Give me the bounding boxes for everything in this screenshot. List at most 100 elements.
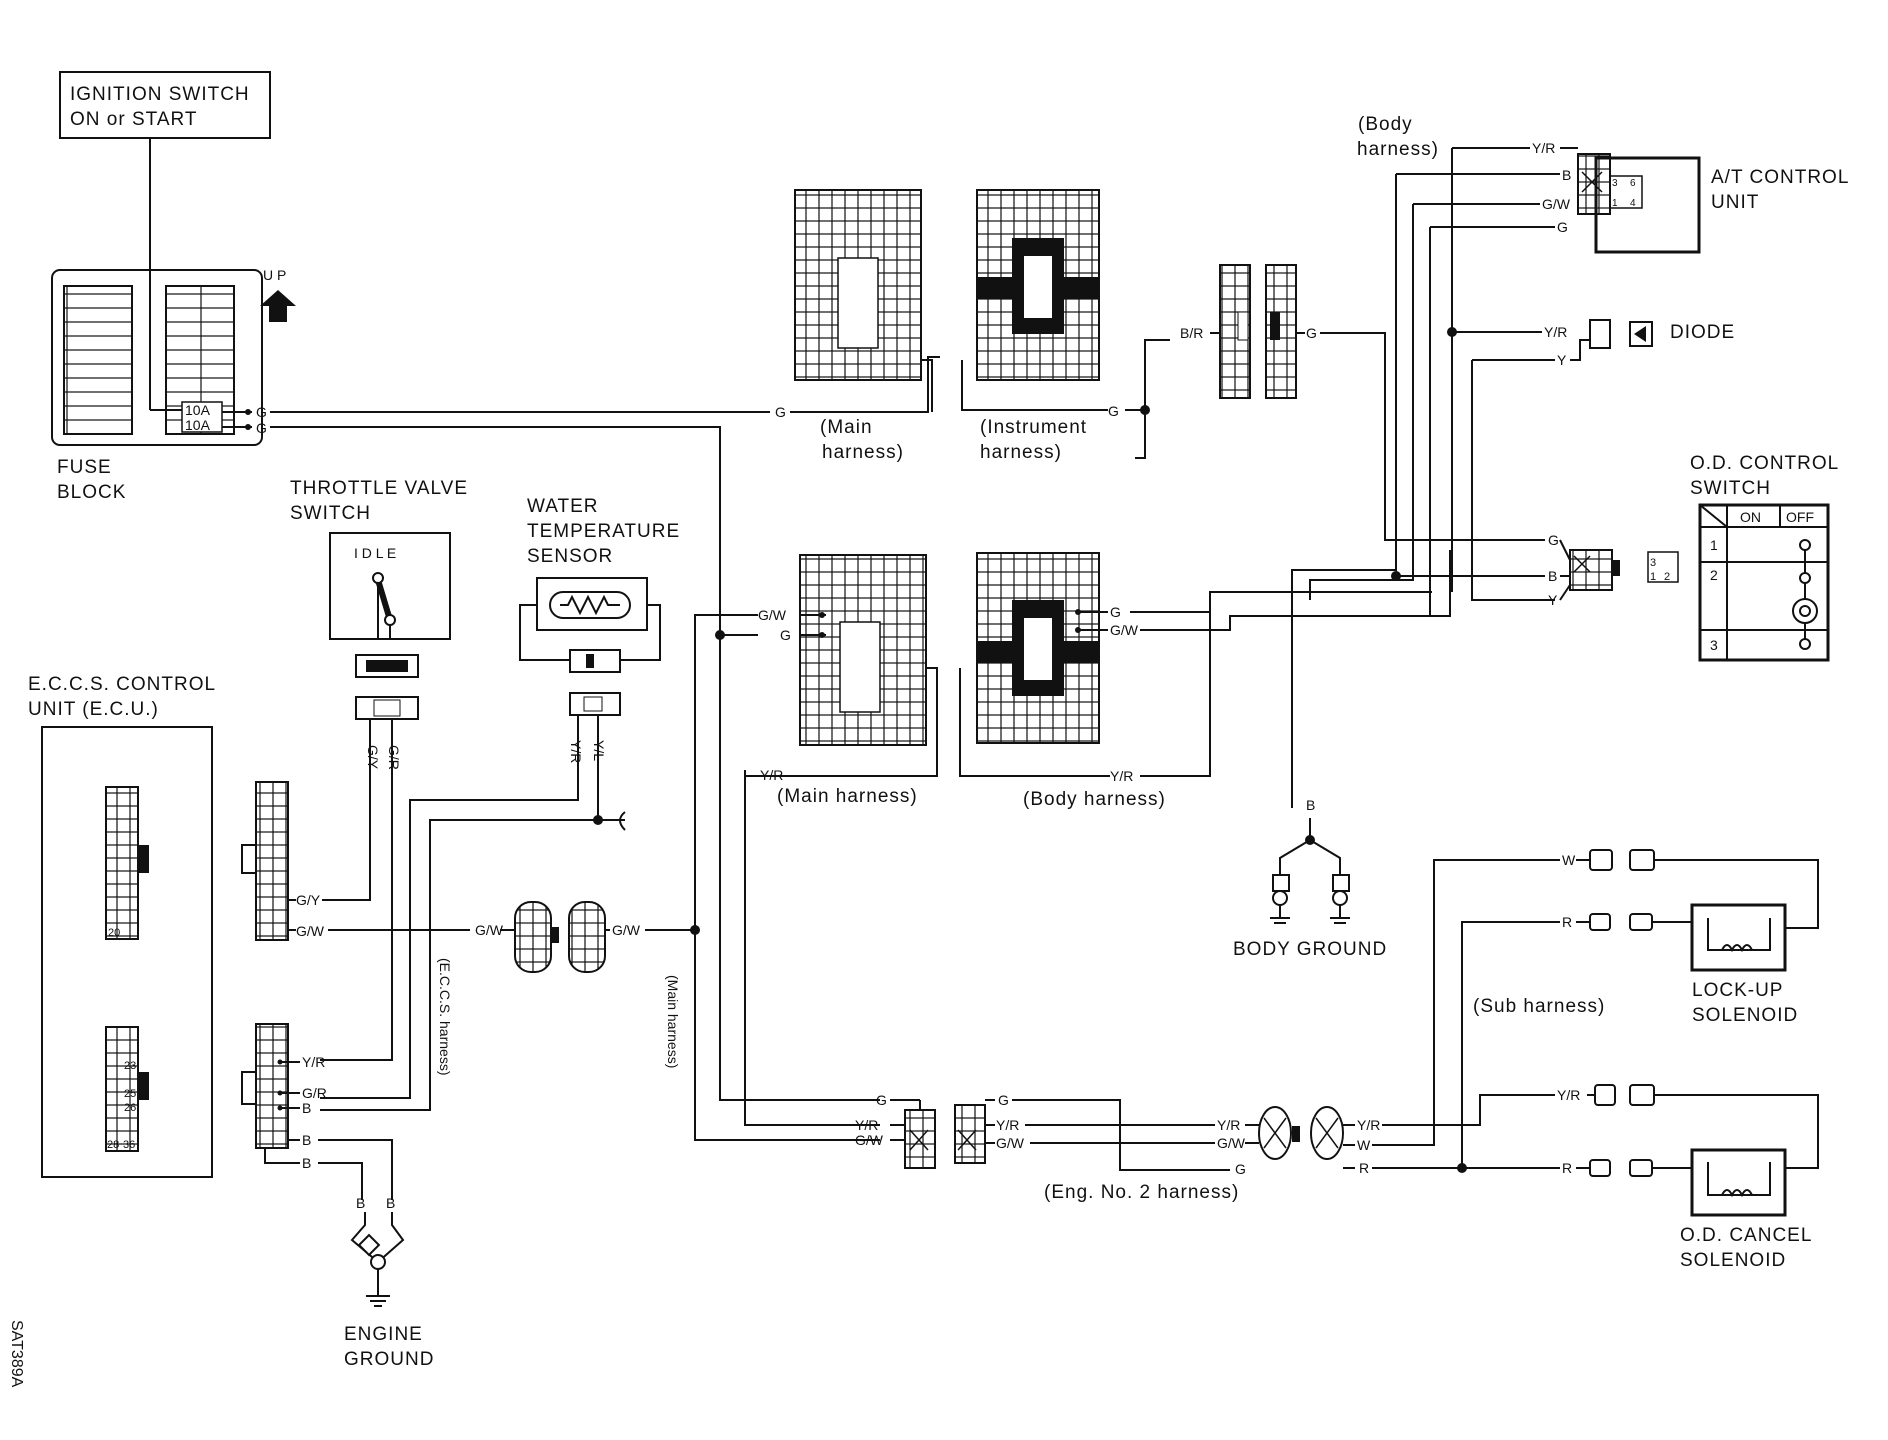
svg-text:G/W: G/W [1217, 1135, 1246, 1151]
svg-text:Y: Y [1548, 592, 1558, 608]
svg-text:TEMPERATURE: TEMPERATURE [527, 521, 680, 542]
svg-text:R: R [1359, 1160, 1369, 1176]
fuse-amp-2: 10A [185, 417, 211, 433]
engine-ground: ENGINE GROUND [344, 1212, 434, 1370]
svg-text:B: B [1562, 167, 1571, 183]
svg-text:Y/R: Y/R [855, 1117, 878, 1133]
od-cancel-solenoid: Y/R R O.D. CANCEL SOLENOID [1557, 1084, 1819, 1271]
svg-text:G: G [256, 404, 267, 420]
svg-text:G: G [256, 420, 267, 436]
diode-icon [1634, 326, 1646, 342]
svg-text:UNIT (E.C.U.): UNIT (E.C.U.) [28, 699, 159, 720]
svg-text:THROTTLE VALVE: THROTTLE VALVE [290, 478, 468, 499]
throttle-valve-switch: THROTTLE VALVE SWITCH I D L E [290, 478, 468, 720]
svg-text:Y/R: Y/R [1110, 768, 1133, 784]
svg-text:25: 25 [124, 1088, 136, 1100]
svg-text:G: G [998, 1092, 1009, 1108]
svg-text:1: 1 [1710, 537, 1718, 553]
svg-text:G/W: G/W [758, 607, 787, 623]
svg-text:Y/R: Y/R [568, 740, 584, 763]
ignition-switch-label-1: IGNITION SWITCH [70, 84, 250, 105]
instrument-harness-connector: (Instrument harness) [976, 189, 1100, 463]
svg-text:B: B [302, 1100, 311, 1116]
main-harness-connector-middle: (Main harness) [777, 554, 927, 807]
svg-text:A/T CONTROL: A/T CONTROL [1711, 167, 1849, 188]
svg-text:Y/R: Y/R [1217, 1117, 1240, 1133]
svg-text:G/W: G/W [612, 922, 641, 938]
svg-text:(Main harness): (Main harness) [665, 975, 681, 1068]
lower-joint-connectors [904, 1104, 986, 1169]
svg-text:GROUND: GROUND [344, 1349, 434, 1370]
svg-text:20: 20 [108, 927, 120, 939]
svg-text:G: G [1110, 604, 1121, 620]
svg-text:W: W [1562, 852, 1576, 868]
svg-text:BODY GROUND: BODY GROUND [1233, 939, 1387, 960]
svg-text:DIODE: DIODE [1670, 322, 1735, 343]
eccs-control-unit: E.C.C.S. CONTROL UNIT (E.C.U.) 20 23 25 … [28, 674, 215, 1178]
svg-text:O.D. CONTROL: O.D. CONTROL [1690, 453, 1839, 474]
fuse-block-label-2: BLOCK [57, 482, 126, 503]
svg-text:(Sub harness): (Sub harness) [1473, 996, 1605, 1017]
svg-text:3: 3 [1710, 637, 1718, 653]
figure-code: SAT389A [8, 1320, 25, 1388]
svg-text:SENSOR: SENSOR [527, 546, 613, 567]
od-control-switch: O.D. CONTROL SWITCH ON OFF 1 2 3 3 1 2 [1647, 453, 1839, 662]
main-harness-connector-top: (Main harness) [794, 189, 922, 463]
svg-text:R: R [1562, 914, 1572, 930]
svg-text:G: G [1306, 325, 1317, 341]
svg-text:Y/R: Y/R [1357, 1117, 1380, 1133]
svg-text:2: 2 [1664, 571, 1670, 583]
svg-text:B: B [302, 1132, 311, 1148]
svg-text:G/R: G/R [386, 745, 402, 770]
svg-text:36: 36 [123, 1139, 135, 1151]
svg-text:B: B [1306, 797, 1315, 813]
svg-text:SOLENOID: SOLENOID [1680, 1250, 1786, 1271]
svg-text:28: 28 [107, 1139, 119, 1151]
svg-text:G/R: G/R [302, 1085, 327, 1101]
svg-text:G: G [780, 627, 791, 643]
svg-text:B: B [302, 1155, 311, 1171]
body-ground: B BODY GROUND [1233, 797, 1387, 960]
lockup-solenoid: W R LOCK-UP SOLENOID [1562, 849, 1819, 1026]
svg-text:(Main harness): (Main harness) [777, 786, 918, 807]
svg-text:G: G [1235, 1161, 1246, 1177]
svg-text:B: B [356, 1195, 365, 1211]
svg-text:Y/R: Y/R [1532, 140, 1555, 156]
svg-text:G: G [1108, 403, 1119, 419]
at-control-unit: (Body harness) 3 6 1 4 A/T CONTROL UNIT [1357, 114, 1849, 254]
svg-text:1: 1 [1650, 571, 1656, 583]
svg-text:26: 26 [124, 1102, 136, 1114]
svg-text:W: W [1357, 1137, 1371, 1153]
svg-text:(Body: (Body [1358, 114, 1413, 135]
svg-text:ON: ON [1740, 509, 1761, 525]
svg-text:3: 3 [1612, 178, 1618, 189]
svg-text:G/W: G/W [475, 922, 504, 938]
svg-text:ENGINE: ENGINE [344, 1324, 423, 1345]
svg-text:G/W: G/W [296, 923, 325, 939]
svg-text:B/R: B/R [1180, 325, 1203, 341]
svg-text:LOCK-UP: LOCK-UP [1692, 980, 1783, 1001]
svg-text:Y/R: Y/R [760, 767, 783, 783]
svg-text:Y/R: Y/R [1557, 1087, 1580, 1103]
svg-text:Y/R: Y/R [996, 1117, 1019, 1133]
svg-text:23: 23 [124, 1060, 136, 1072]
svg-text:(E.C.C.S. harness): (E.C.C.S. harness) [437, 958, 453, 1075]
svg-text:G/W: G/W [1542, 196, 1571, 212]
svg-text:OFF: OFF [1786, 509, 1814, 525]
svg-text:harness): harness) [980, 442, 1062, 463]
eccs-joint-connector [514, 901, 606, 973]
up-arrow-icon [260, 290, 296, 322]
fuse-up-label: U P [263, 267, 286, 283]
svg-text:(Instrument: (Instrument [980, 417, 1087, 438]
svg-text:G/W: G/W [996, 1135, 1025, 1151]
svg-text:G: G [1557, 219, 1568, 235]
svg-text:1: 1 [1612, 198, 1618, 209]
svg-text:6: 6 [1630, 178, 1636, 189]
svg-text:harness): harness) [1357, 139, 1439, 160]
svg-text:Y: Y [1557, 352, 1567, 368]
svg-text:(Main: (Main [820, 417, 873, 438]
svg-text:G/W: G/W [855, 1132, 884, 1148]
svg-text:(Body harness): (Body harness) [1023, 789, 1166, 810]
svg-text:SOLENOID: SOLENOID [1692, 1005, 1798, 1026]
round-connectors [1258, 1106, 1344, 1160]
